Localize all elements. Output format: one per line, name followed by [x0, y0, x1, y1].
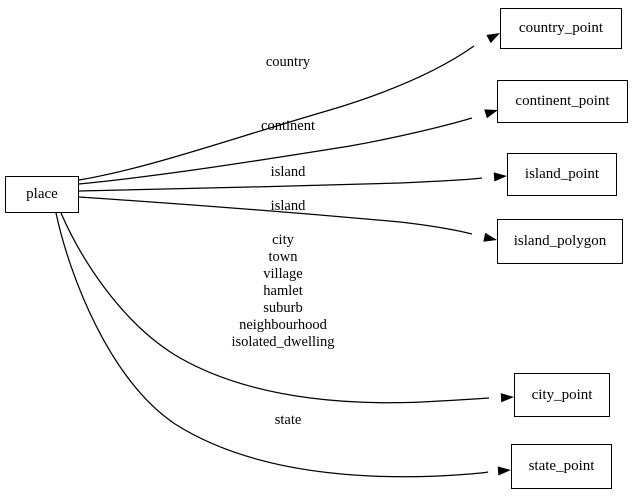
- edge-paths: [55, 45, 490, 478]
- arrowhead-island_point: [493, 172, 507, 182]
- edge-place-to-continent_point: [78, 117, 473, 185]
- arrowhead-continent_point: [484, 109, 498, 119]
- node-label: island_polygon: [513, 233, 607, 249]
- edge-place-to-state_point: [55, 212, 489, 478]
- node-label: continent_point: [515, 93, 610, 109]
- arrowhead-country_point: [486, 33, 500, 44]
- node-label: city_point: [531, 386, 593, 403]
- node-label: place: [26, 186, 58, 202]
- node-state_point[interactable]: state_point: [511, 444, 612, 489]
- node-label: country_point: [518, 20, 604, 36]
- arrowhead-island_polygon: [483, 232, 497, 242]
- edge-place-to-city_point: [60, 212, 490, 404]
- arrowhead-state_point: [497, 466, 511, 476]
- edge-label-place-to-island_point: island: [270, 164, 306, 180]
- edge-label-place-to-island_polygon: island: [270, 198, 306, 214]
- edge-label-place-to-city_point: city town village hamlet suburb neighbou…: [231, 232, 335, 350]
- edge-label-place-to-state_point: state: [274, 412, 302, 428]
- node-country_point[interactable]: country_point: [500, 8, 622, 49]
- edge-label-place-to-continent_point: continent: [261, 118, 315, 134]
- edge-label-place-to-country_point: country: [265, 54, 311, 70]
- edge-arrowheads: [483, 33, 514, 476]
- edge-place-to-country_point: [78, 45, 475, 181]
- node-island_polygon[interactable]: island_polygon: [497, 219, 623, 264]
- node-label: island_point: [524, 166, 600, 182]
- node-city_point[interactable]: city_point: [514, 373, 610, 417]
- arrowhead-city_point: [500, 393, 514, 403]
- edge-place-to-island_point: [78, 177, 483, 192]
- node-island_point[interactable]: island_point: [507, 153, 617, 196]
- node-continent_point[interactable]: continent_point: [497, 80, 628, 123]
- node-place[interactable]: place: [5, 176, 79, 213]
- edge-place-to-island_polygon: [78, 196, 473, 235]
- node-label: state_point: [528, 458, 595, 474]
